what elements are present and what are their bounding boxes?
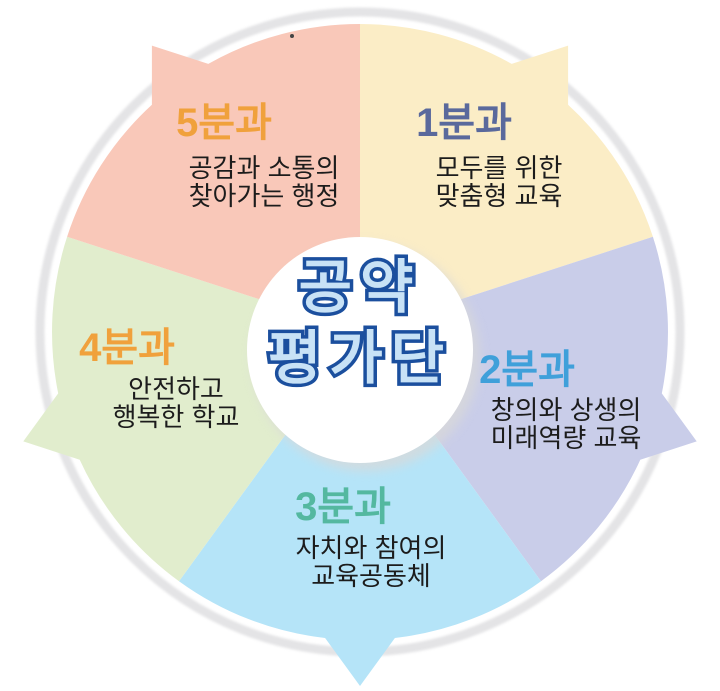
speck-dot (290, 34, 294, 38)
segment-1-label: 1분과 (416, 101, 512, 145)
segment-2-description: 창의와 상생의 미래역량 교육 (446, 396, 686, 452)
segment-3-description-line1: 자치와 참여의 (295, 533, 447, 563)
segment-4-description-line2: 행복한 학교 (112, 402, 240, 432)
segment-2-description-line1: 창의와 상생의 (490, 395, 642, 425)
diagram-title-line1: 공약 (295, 252, 422, 324)
segment-3-label: 3분과 (295, 485, 391, 529)
diagram-title: 공약 평가단 (180, 252, 540, 395)
segment-4-label: 4분과 (79, 326, 175, 370)
segment-4-description: 안전하고 행복한 학교 (56, 375, 296, 431)
segment-5-label: 5분과 (176, 101, 272, 145)
segment-4-description-line1: 안전하고 (128, 374, 224, 404)
segment-5-description: 공감과 소통의 찾아가는 행정 (144, 154, 384, 210)
segment-2-description-line2: 미래역량 교육 (490, 423, 642, 453)
segment-5-description-line2: 찾아가는 행정 (188, 181, 340, 211)
center-disc (247, 237, 473, 463)
segment-3-wedge (179, 332, 541, 686)
segment-1-description-line1: 모두를 위한 (435, 153, 563, 183)
segment-5-description-line1: 공감과 소통의 (188, 153, 340, 183)
segment-1-description: 모두를 위한 맞춤형 교육 (379, 154, 619, 210)
segment-1-wedge (360, 23, 653, 332)
segment-1-description-line2: 맞춤형 교육 (435, 181, 563, 211)
segment-5-wedge (67, 23, 360, 333)
diagram-title-line2: 평가단 (264, 323, 453, 395)
segment-3-description-line2: 교육공동체 (311, 561, 431, 591)
segment-3-description: 자치와 참여의 교육공동체 (251, 534, 491, 590)
segment-2-label: 2분과 (479, 348, 575, 392)
